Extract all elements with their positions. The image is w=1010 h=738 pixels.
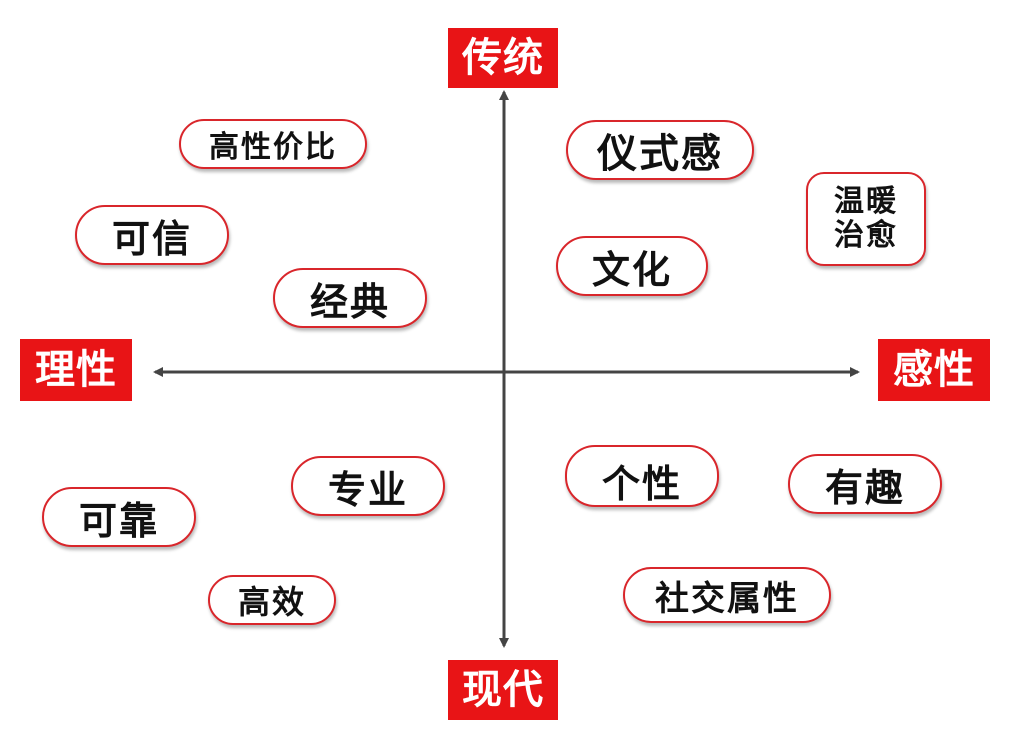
- axis-label-right: 感性: [878, 339, 990, 401]
- tag-culture: 文化: [556, 236, 708, 296]
- tag-social: 社交属性: [623, 567, 831, 623]
- axis-label-bottom: 现代: [448, 660, 558, 720]
- tag-reliable: 可靠: [42, 487, 196, 547]
- tag-warm-healing: 温暖 治愈: [806, 172, 926, 266]
- axis-label-top: 传统: [448, 28, 558, 88]
- tag-interesting: 有趣: [788, 454, 942, 514]
- tag-classic: 经典: [273, 268, 427, 328]
- tag-individuality: 个性: [565, 445, 719, 507]
- tag-ritual: 仪式感: [566, 120, 754, 180]
- tag-efficient: 高效: [208, 575, 336, 625]
- tag-warm-line1: 温暖: [834, 183, 898, 219]
- tag-trustworthy: 可信: [75, 205, 229, 265]
- tag-warm-line2: 治愈: [834, 218, 898, 253]
- tag-professional: 专业: [291, 456, 445, 516]
- axis-label-left: 理性: [20, 339, 132, 401]
- tag-high-value: 高性价比: [179, 119, 367, 169]
